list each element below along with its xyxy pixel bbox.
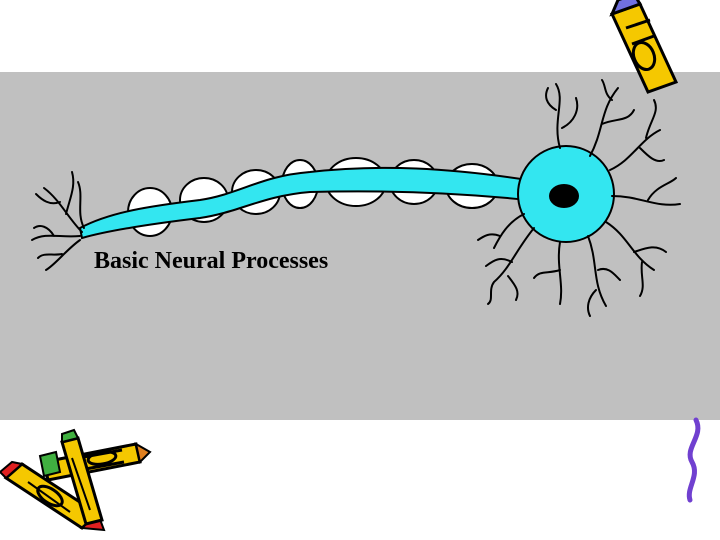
slide-title: Basic Neural Processes — [94, 248, 329, 274]
dendrites — [477, 79, 681, 317]
pencil-clipart — [609, 0, 679, 94]
axon-terminals — [31, 171, 85, 271]
nucleus — [549, 184, 579, 208]
neuron-illustration — [31, 79, 681, 317]
purple-squiggle — [686, 417, 701, 503]
pencils-clipart — [0, 428, 152, 532]
